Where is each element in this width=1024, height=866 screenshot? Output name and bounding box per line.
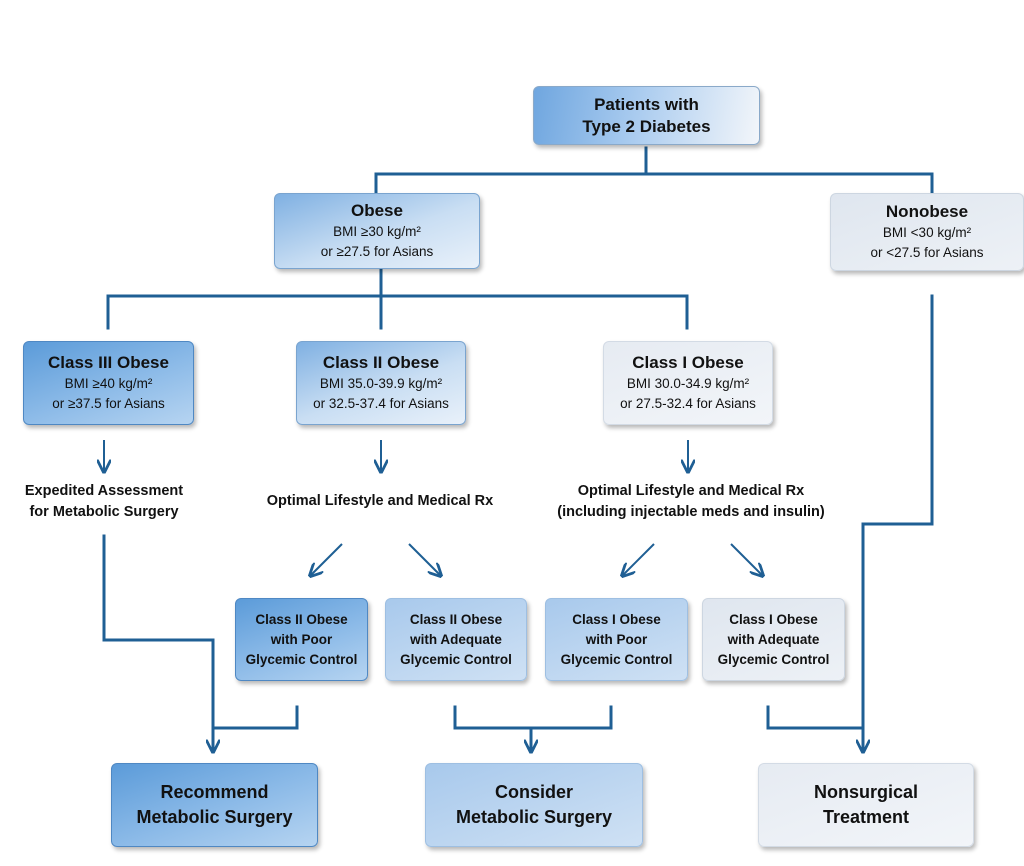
node-line: with Adequate (727, 631, 820, 647)
node-nonobese: Nonobese BMI <30 kg/m² or <27.5 for Asia… (830, 193, 1024, 271)
node-line: BMI ≥40 kg/m² (64, 376, 153, 391)
node-line: Consider (494, 782, 573, 802)
edge-root-split (374, 146, 934, 195)
node-line: Class II Obese (409, 611, 503, 627)
node-title: Class I Obese (632, 353, 744, 372)
node-line: Class II Obese (255, 611, 348, 627)
arrow-to-c1-poor (622, 543, 655, 576)
node-title: Nonobese (885, 202, 969, 221)
node-class1-adequate-glycemic: Class I Obese with Adequate Glycemic Con… (702, 598, 845, 681)
node-line: with Poor (585, 631, 648, 647)
arrow-to-c2-poor (310, 543, 343, 576)
label-expedited-assessment: Expedited Assessment for Metabolic Surge… (4, 481, 204, 523)
edge-expedited-route (102, 534, 215, 754)
node-line: Glycemic Control (717, 651, 830, 667)
label-line: (including injectable meds and insulin) (557, 504, 825, 520)
node-class2-poor-glycemic: Class II Obese with Poor Glycemic Contro… (235, 598, 368, 681)
edge-c1adequate-join (766, 705, 865, 730)
label-optimal-lifestyle-class2: Optimal Lifestyle and Medical Rx (240, 491, 520, 512)
node-line: or 27.5-32.4 for Asians (620, 396, 756, 411)
node-patients-type2-diabetes: Patients with Type 2 Diabetes (533, 86, 760, 145)
node-line: Treatment (822, 807, 910, 827)
label-line: Optimal Lifestyle and Medical Rx (577, 483, 805, 499)
node-line: Glycemic Control (400, 651, 512, 667)
node-class1-obese: Class I Obese BMI 30.0-34.9 kg/m² or 27.… (603, 341, 773, 425)
node-line: or ≥27.5 for Asians (320, 244, 434, 259)
node-line: Metabolic Surgery (136, 807, 293, 827)
label-line: for Metabolic Surgery (29, 504, 179, 520)
node-line: Nonsurgical (813, 782, 919, 802)
node-line: or <27.5 for Asians (870, 245, 984, 260)
node-consider-metabolic-surgery: Consider Metabolic Surgery (425, 763, 643, 847)
node-line: Glycemic Control (560, 651, 673, 667)
arrow-to-c2-adequate (408, 543, 441, 576)
node-line: Metabolic Surgery (455, 807, 613, 827)
node-recommend-metabolic-surgery: Recommend Metabolic Surgery (111, 763, 318, 847)
node-line: Patients with (594, 94, 699, 114)
node-line: BMI <30 kg/m² (882, 225, 972, 240)
node-class1-poor-glycemic: Class I Obese with Poor Glycemic Control (545, 598, 688, 681)
node-line: BMI 30.0-34.9 kg/m² (626, 376, 750, 391)
label-line: Optimal Lifestyle and Medical Rx (266, 493, 494, 509)
arrow-to-c1-adequate (730, 543, 763, 576)
node-line: Glycemic Control (245, 651, 358, 667)
node-line: with Poor (270, 631, 333, 647)
node-nonsurgical-treatment: Nonsurgical Treatment (758, 763, 974, 847)
edge-obese-split (106, 268, 689, 330)
node-line: Type 2 Diabetes (582, 116, 711, 136)
node-obese: Obese BMI ≥30 kg/m² or ≥27.5 for Asians (274, 193, 480, 269)
node-line: Recommend (160, 782, 269, 802)
node-line: Class I Obese (729, 611, 818, 627)
label-line: Expedited Assessment (24, 483, 184, 499)
label-optimal-lifestyle-class1: Optimal Lifestyle and Medical Rx (includ… (536, 481, 846, 523)
node-title: Class III Obese (48, 353, 169, 372)
node-line: BMI 35.0-39.9 kg/m² (319, 376, 443, 391)
node-title: Class II Obese (322, 353, 440, 372)
node-class2-obese: Class II Obese BMI 35.0-39.9 kg/m² or 32… (296, 341, 466, 425)
node-class2-adequate-glycemic: Class II Obese with Adequate Glycemic Co… (385, 598, 527, 681)
node-line: with Adequate (410, 631, 502, 647)
edge-nonobese-route (861, 294, 934, 754)
edge-c2poor-join (211, 705, 299, 730)
node-title: Obese (351, 201, 403, 220)
node-line: Class I Obese (572, 611, 661, 627)
node-line: or ≥37.5 for Asians (52, 396, 165, 411)
edge-consider-join (453, 705, 613, 754)
node-line: BMI ≥30 kg/m² (333, 224, 421, 239)
node-class3-obese: Class III Obese BMI ≥40 kg/m² or ≥37.5 f… (23, 341, 194, 425)
node-line: or 32.5-37.4 for Asians (313, 396, 449, 411)
